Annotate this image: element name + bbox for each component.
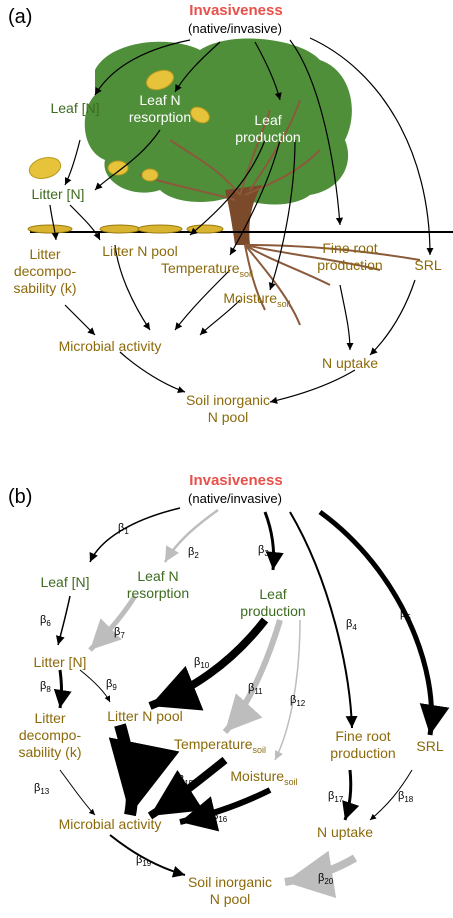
beta-label-20: β20	[318, 872, 334, 887]
beta-label-2: β2	[188, 546, 199, 561]
beta-label-10: β10	[194, 656, 210, 671]
invasiveness-title: Invasiveness	[189, 2, 283, 19]
microbial-activity-label: Microbial activity	[58, 816, 162, 832]
temperature-soil-label: Temperaturesoil	[173, 736, 267, 755]
litter-n-pool-label: Litter N pool	[102, 243, 178, 259]
microbial-activity-label: Microbial activity	[58, 338, 162, 354]
litter-n-label: Litter [N]	[33, 654, 87, 670]
panel-b: (b) Invasiveness (native/invasive) Leaf …	[0, 470, 453, 918]
panel-a: (a) Invasiveness (native/invasive) Leaf …	[0, 0, 453, 430]
beta-label-14: β14	[136, 748, 152, 763]
panel-a-tag: (a)	[8, 6, 33, 28]
litter-n-label: Litter [N]	[31, 186, 85, 202]
beta-label-12: β12	[290, 694, 306, 709]
beta-label-15: β15	[178, 774, 194, 789]
moisture-soil-label: Moisturesoil	[230, 768, 298, 787]
beta-label-18: β18	[398, 790, 414, 805]
beta-label-16: β16	[212, 810, 228, 825]
beta-label-13: β13	[34, 782, 50, 797]
temperature-soil-label: Temperaturesoil	[160, 260, 254, 279]
tree-branches	[139, 99, 321, 201]
fallen-leaves	[28, 69, 210, 182]
beta-label-4: β4	[346, 618, 357, 633]
beta-label-6: β6	[40, 614, 51, 629]
n-uptake-label: N uptake	[321, 355, 379, 371]
litter-n-pool-label: Litter N pool	[107, 708, 183, 724]
beta-label-7: β7	[114, 626, 125, 641]
beta-label-17: β17	[328, 790, 344, 805]
beta-label-8: β8	[40, 680, 51, 695]
beta-label-3: β3	[258, 544, 269, 559]
native-invasive-label: (native/invasive)	[188, 21, 282, 36]
n-uptake-label: N uptake	[316, 824, 374, 840]
tree-trunk	[225, 185, 262, 245]
litter-pile	[27, 224, 224, 234]
srl-label: SRL	[414, 257, 442, 273]
panel-b-drawing	[53, 507, 450, 899]
beta-label-19: β19	[136, 854, 152, 869]
panel-b-tag: (b)	[8, 486, 33, 508]
invasiveness-title: Invasiveness	[189, 472, 283, 489]
panel-b-arrows	[53, 507, 450, 899]
tree-roots	[244, 244, 421, 326]
leaf-n-label: Leaf [N]	[50, 100, 100, 116]
beta-label-11: β11	[248, 682, 263, 697]
panel-a-drawing	[27, 37, 453, 404]
native-invasive-label: (native/invasive)	[188, 491, 282, 506]
srl-label: SRL	[416, 738, 444, 754]
moisture-soil-label: Moisturesoil	[223, 290, 291, 309]
beta-label-9: β9	[106, 678, 117, 693]
beta-label-5: β5	[400, 608, 411, 623]
panel-a-arrows	[49, 37, 434, 404]
leaf-n-label: Leaf [N]	[40, 574, 90, 590]
beta-label-1: β1	[118, 522, 129, 537]
